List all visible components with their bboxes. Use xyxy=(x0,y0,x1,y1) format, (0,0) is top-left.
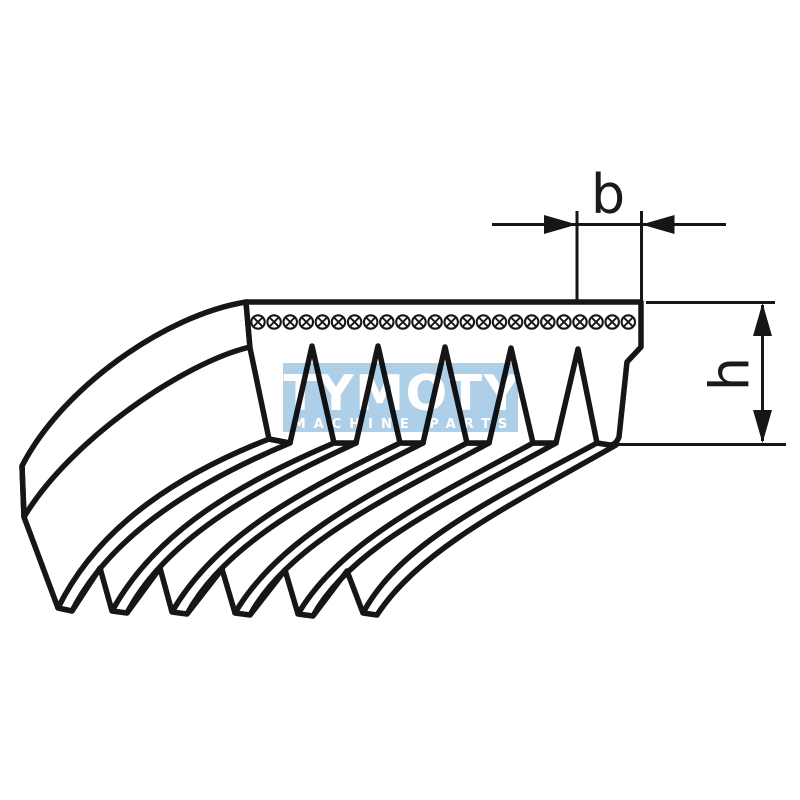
rib-texture-cross-icon xyxy=(301,316,312,328)
rib-texture-cross-icon xyxy=(526,316,537,328)
rib-texture-circle xyxy=(314,314,331,330)
rib-texture-cross-icon xyxy=(494,316,505,328)
rib-texture-cross-icon xyxy=(349,316,360,328)
rib-texture-cross-icon xyxy=(365,316,376,328)
dimension-b-arrow-left-icon xyxy=(641,215,675,234)
rib-texture-circle xyxy=(411,314,427,330)
rib-texture-circle xyxy=(330,314,347,330)
watermark: TYMOTY MACHINE PARTS xyxy=(283,363,520,432)
rib-texture-cross-icon xyxy=(445,316,457,328)
rib-texture-cross-icon xyxy=(510,316,521,328)
dimension-b-arrow-right-icon xyxy=(544,215,577,234)
rib-texture-cross-icon xyxy=(462,316,473,328)
belt-left-end-edge xyxy=(19,465,61,609)
rib-texture-circle xyxy=(362,314,379,330)
rib-texture-cross-icon xyxy=(478,316,489,328)
rib-texture-circle xyxy=(540,314,556,330)
rib-texture-circle xyxy=(443,314,459,330)
rib-texture-circle xyxy=(346,314,363,330)
dimension-b: b xyxy=(492,163,726,301)
rib-texture-circle xyxy=(507,314,524,330)
dimension-h-arrow-up-icon xyxy=(753,303,772,336)
rib-texture-cross-icon xyxy=(397,316,409,328)
rib-texture-circle xyxy=(379,314,395,330)
rib-texture-cross-icon xyxy=(268,316,280,328)
rib-texture-circle xyxy=(588,314,604,330)
rib-texture-circle xyxy=(427,314,443,330)
dimension-h-arrow-down-icon xyxy=(753,410,772,443)
rib-texture-cross-icon xyxy=(284,316,296,328)
rib-texture-circle xyxy=(266,314,282,330)
rib-texture-circle xyxy=(282,314,298,330)
rib-texture-cross-icon xyxy=(333,316,344,328)
rib-texture-cross-icon xyxy=(623,316,634,328)
belt-rib xyxy=(360,440,619,618)
watermark-brand: TYMOTY xyxy=(283,365,520,422)
rib-texture-circle xyxy=(250,314,266,330)
rib-texture-cross-icon xyxy=(429,316,441,328)
rib-texture-cross-icon xyxy=(317,316,328,328)
bottom-edge-zigzag xyxy=(69,565,366,618)
rib-texture-cross-icon xyxy=(252,316,264,328)
rib-texture-circle xyxy=(620,314,637,330)
rib-texture-circle xyxy=(395,314,411,330)
rib-texture-row xyxy=(250,314,637,330)
rib-texture-circle xyxy=(523,314,540,330)
rib-texture-circle xyxy=(491,314,508,330)
rib-texture-cross-icon xyxy=(413,316,425,328)
watermark-box xyxy=(283,363,518,432)
dimension-h-extension-lines xyxy=(612,301,786,446)
rib-texture-circle xyxy=(459,314,476,330)
belt-back-surface xyxy=(19,299,253,520)
dimension-h-label: h xyxy=(698,357,761,391)
rib-texture-circle xyxy=(604,314,620,330)
dimension-h: h xyxy=(612,301,786,446)
dimension-b-label: b xyxy=(591,163,625,226)
rib-texture-circle xyxy=(556,314,572,330)
rib-texture-cross-icon xyxy=(590,316,602,328)
rib-texture-cross-icon xyxy=(574,316,586,328)
rib-texture-cross-icon xyxy=(558,316,570,328)
rib-texture-cross-icon xyxy=(381,316,393,328)
watermark-tagline: MACHINE PARTS xyxy=(293,417,516,432)
rib-texture-circle xyxy=(475,314,492,330)
rib-texture-circle xyxy=(298,314,315,330)
rib-texture-circle xyxy=(572,314,588,330)
rib-texture-cross-icon xyxy=(542,316,554,328)
rib-texture-cross-icon xyxy=(606,316,618,328)
